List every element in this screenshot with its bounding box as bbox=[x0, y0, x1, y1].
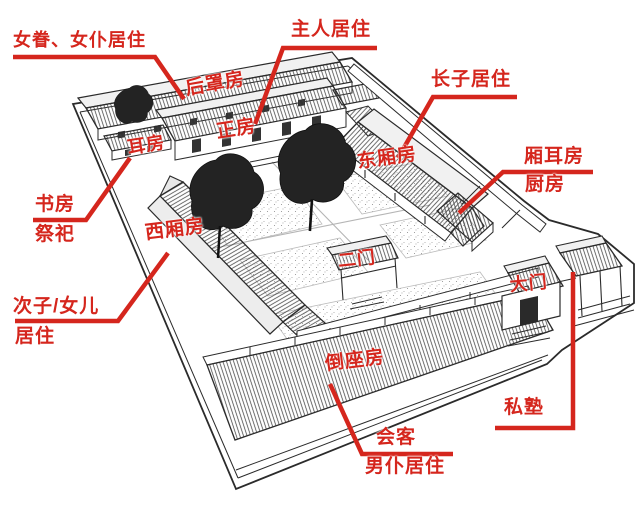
callout-study: 书房 bbox=[35, 194, 76, 215]
courtyard-trees bbox=[114, 85, 356, 259]
callout-reception: 会客 bbox=[376, 427, 417, 448]
callout-master-residence: 主人居住 bbox=[291, 19, 372, 40]
wing-ear-room-building bbox=[436, 192, 494, 253]
reception-leader-line bbox=[327, 383, 453, 457]
callout-male-servants: 男仆居住 bbox=[365, 456, 446, 477]
callout-eldest-son: 长子居住 bbox=[431, 69, 512, 90]
eldest-son-leader-line bbox=[396, 94, 517, 160]
callout-wing-ear-room: 厢耳房 bbox=[524, 146, 585, 167]
private-school-leader-line bbox=[495, 272, 576, 431]
callout-kitchen: 厨房 bbox=[525, 174, 566, 195]
main-hall-building bbox=[103, 77, 391, 168]
callout-women-quarters: 女眷、女仆居住 bbox=[13, 30, 146, 50]
master-residence-leader-line bbox=[252, 45, 377, 125]
wing-ear-room-leader-line bbox=[457, 169, 593, 215]
east-wall bbox=[347, 63, 547, 233]
label-main-gate: 大门 bbox=[508, 271, 549, 295]
callout-private-school: 私塾 bbox=[504, 397, 545, 418]
women-quarters-leader-line bbox=[13, 54, 186, 101]
callout-worship: 祭祀 bbox=[35, 224, 76, 245]
front-row-building bbox=[202, 285, 554, 471]
main-gate-building bbox=[501, 255, 565, 347]
callout-second-son-daughter: 次子/女儿 bbox=[13, 296, 100, 317]
private-school-building bbox=[555, 235, 635, 327]
callout-second-son-daughter-line2: 居住 bbox=[15, 326, 56, 347]
study-leader-line bbox=[33, 156, 132, 223]
leader-lines bbox=[13, 45, 593, 457]
second-son-daughter-leader-line bbox=[15, 251, 170, 324]
label-inner-gate: 二门 bbox=[336, 247, 377, 271]
